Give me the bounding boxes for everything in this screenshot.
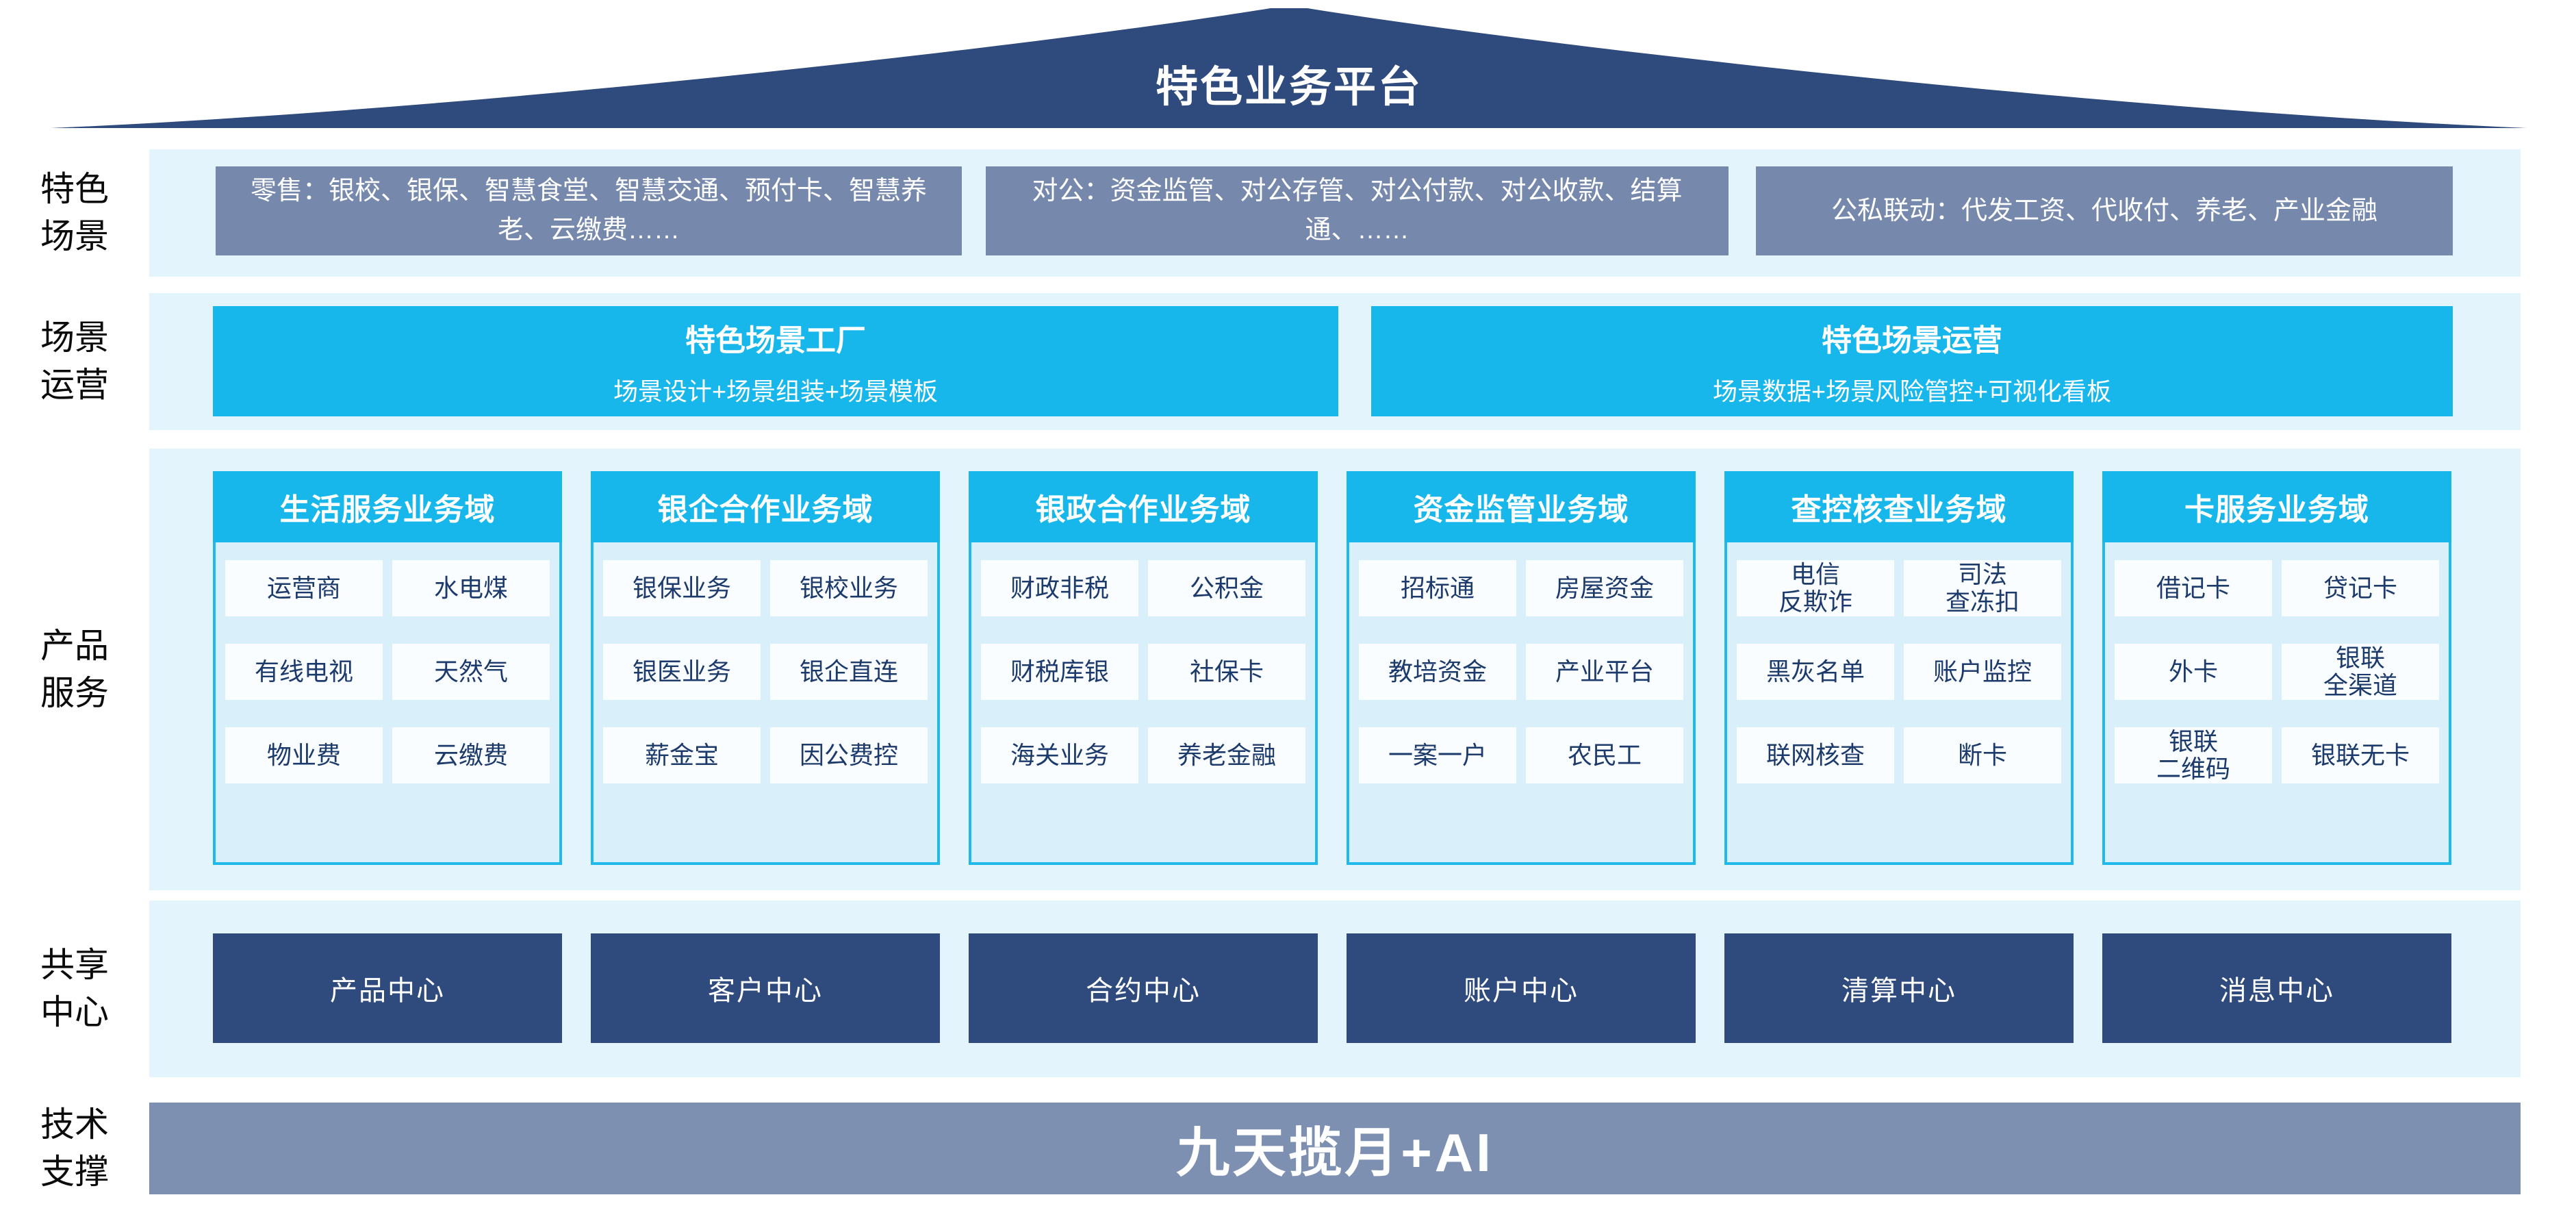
domain-column-inquiry-control: 查控核查业务域 电信 反欺诈 司法 查冻扣 黑灰名单 账户监控 联网核查 断卡 bbox=[1724, 471, 2074, 865]
product-cell: 房屋资金 bbox=[1526, 560, 1683, 616]
product-cell: 联网核查 bbox=[1737, 727, 1894, 783]
op-box-title: 特色场景运营 bbox=[1822, 323, 2002, 357]
product-cell: 农民工 bbox=[1526, 727, 1683, 783]
product-cell: 银联 二维码 bbox=[2115, 727, 2272, 783]
product-cell: 银医业务 bbox=[603, 644, 761, 700]
tech-support-bar: 九天揽月+AI bbox=[149, 1103, 2521, 1194]
op-box-subtitle: 场景设计+场景组装+场景模板 bbox=[613, 377, 939, 405]
product-cell: 一案一户 bbox=[1359, 727, 1516, 783]
scene-box-corporate: 对公：资金监管、对公存管、对公付款、对公收款、结算通、…… bbox=[986, 166, 1729, 255]
domain-body: 银保业务 银校业务 银医业务 银企直连 薪金宝 因公费控 bbox=[591, 542, 940, 865]
domain-column-bank-government: 银政合作业务域 财政非税 公积金 财税库银 社保卡 海关业务 养老金融 bbox=[969, 471, 1318, 865]
domain-header: 生活服务业务域 bbox=[213, 471, 562, 542]
side-label-tech: 技术 支撑 bbox=[40, 1105, 109, 1191]
side-label-shared: 共享 中心 bbox=[40, 946, 109, 1031]
domain-body: 运营商 水电煤 有线电视 天然气 物业费 云缴费 bbox=[213, 542, 562, 865]
product-cell: 因公费控 bbox=[770, 727, 928, 783]
center-box-message: 消息中心 bbox=[2102, 933, 2451, 1043]
product-cell: 断卡 bbox=[1904, 727, 2061, 783]
domain-body: 电信 反欺诈 司法 查冻扣 黑灰名单 账户监控 联网核查 断卡 bbox=[1724, 542, 2074, 865]
platform-title: 特色业务平台 bbox=[1155, 64, 1423, 111]
op-box-subtitle: 场景数据+场景风险管控+可视化看板 bbox=[1712, 377, 2112, 405]
product-cell: 海关业务 bbox=[981, 727, 1138, 783]
center-box-customer: 客户中心 bbox=[591, 933, 940, 1043]
product-cell: 财税库银 bbox=[981, 644, 1138, 700]
center-box-clearing: 清算中心 bbox=[1724, 933, 2074, 1043]
scene-box-retail: 零售：银校、银保、智慧食堂、智慧交通、预付卡、智慧养老、云缴费…… bbox=[216, 166, 962, 255]
product-cell: 水电煤 bbox=[392, 560, 550, 616]
op-box-scene-operation: 特色场景运营 场景数据+场景风险管控+可视化看板 bbox=[1371, 306, 2453, 416]
side-label-operations: 场景 运营 bbox=[40, 318, 109, 404]
product-cell: 云缴费 bbox=[392, 727, 550, 783]
product-cell: 物业费 bbox=[225, 727, 383, 783]
side-label-products: 产品 服务 bbox=[40, 626, 109, 712]
product-cell: 天然气 bbox=[392, 644, 550, 700]
domain-header: 银企合作业务域 bbox=[591, 471, 940, 542]
domain-column-fund-supervision: 资金监管业务域 招标通 房屋资金 教培资金 产业平台 一案一户 农民工 bbox=[1347, 471, 1696, 865]
roof-banner: 特色业务平台 bbox=[40, 0, 2538, 130]
product-cell: 公积金 bbox=[1148, 560, 1305, 616]
domain-column-life-services: 生活服务业务域 运营商 水电煤 有线电视 天然气 物业费 云缴费 bbox=[213, 471, 562, 865]
product-cell: 运营商 bbox=[225, 560, 383, 616]
side-label-scenes: 特色 场景 bbox=[40, 170, 109, 255]
center-box-account: 账户中心 bbox=[1347, 933, 1696, 1043]
domain-body: 财政非税 公积金 财税库银 社保卡 海关业务 养老金融 bbox=[969, 542, 1318, 865]
center-box-product: 产品中心 bbox=[213, 933, 562, 1043]
product-cell: 有线电视 bbox=[225, 644, 383, 700]
product-cell: 黑灰名单 bbox=[1737, 644, 1894, 700]
product-cell: 产业平台 bbox=[1526, 644, 1683, 700]
product-cell: 银校业务 bbox=[770, 560, 928, 616]
product-cell: 养老金融 bbox=[1148, 727, 1305, 783]
center-box-contract: 合约中心 bbox=[969, 933, 1318, 1043]
product-cell: 电信 反欺诈 bbox=[1737, 560, 1894, 616]
product-cell: 银保业务 bbox=[603, 560, 761, 616]
product-cell: 银企直连 bbox=[770, 644, 928, 700]
product-cell: 银联 全渠道 bbox=[2282, 644, 2439, 700]
roof-shape bbox=[51, 8, 2527, 128]
domain-body: 借记卡 贷记卡 外卡 银联 全渠道 银联 二维码 银联无卡 bbox=[2102, 542, 2451, 865]
domain-column-bank-enterprise: 银企合作业务域 银保业务 银校业务 银医业务 银企直连 薪金宝 因公费控 bbox=[591, 471, 940, 865]
product-cell: 银联无卡 bbox=[2282, 727, 2439, 783]
domain-column-card-services: 卡服务业务域 借记卡 贷记卡 外卡 银联 全渠道 银联 二维码 银联无卡 bbox=[2102, 471, 2451, 865]
domain-header: 卡服务业务域 bbox=[2102, 471, 2451, 542]
product-cell: 薪金宝 bbox=[603, 727, 761, 783]
product-cell: 外卡 bbox=[2115, 644, 2272, 700]
product-cell: 借记卡 bbox=[2115, 560, 2272, 616]
product-cell: 账户监控 bbox=[1904, 644, 2061, 700]
op-box-title: 特色场景工厂 bbox=[685, 323, 866, 357]
scene-box-public-private: 公私联动：代发工资、代收付、养老、产业金融 bbox=[1756, 166, 2453, 255]
domain-header: 资金监管业务域 bbox=[1347, 471, 1696, 542]
product-cell: 贷记卡 bbox=[2282, 560, 2439, 616]
product-cell: 教培资金 bbox=[1359, 644, 1516, 700]
product-cell: 司法 查冻扣 bbox=[1904, 560, 2061, 616]
domain-header: 银政合作业务域 bbox=[969, 471, 1318, 542]
product-cell: 社保卡 bbox=[1148, 644, 1305, 700]
product-cell: 招标通 bbox=[1359, 560, 1516, 616]
product-cell: 财政非税 bbox=[981, 560, 1138, 616]
domain-header: 查控核查业务域 bbox=[1724, 471, 2074, 542]
domain-body: 招标通 房屋资金 教培资金 产业平台 一案一户 农民工 bbox=[1347, 542, 1696, 865]
op-box-scene-factory: 特色场景工厂 场景设计+场景组装+场景模板 bbox=[213, 306, 1338, 416]
